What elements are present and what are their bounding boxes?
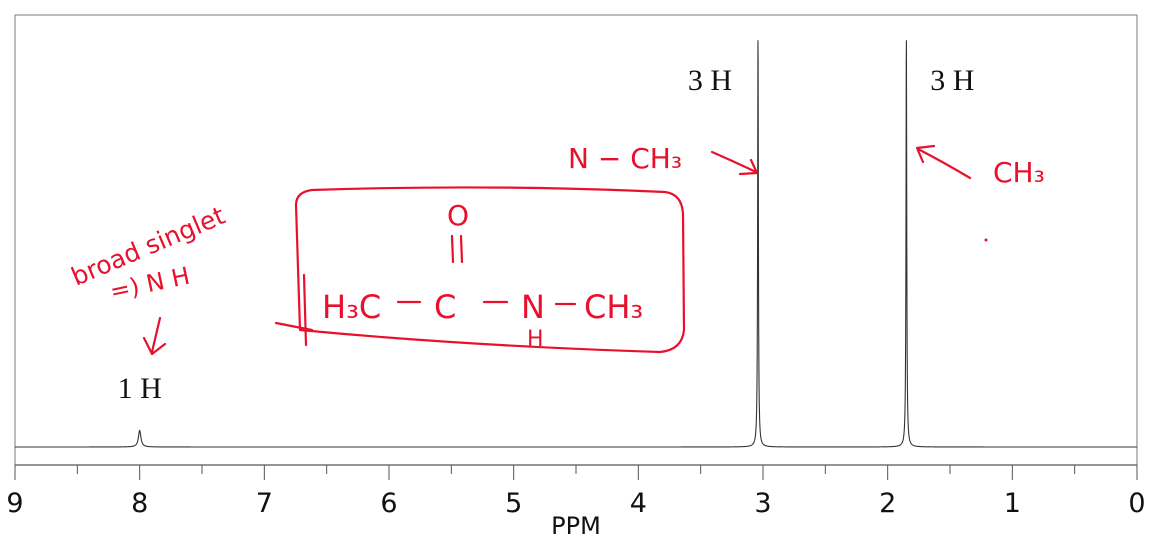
stray-dot [984, 238, 988, 242]
peak-label: 3 H [930, 64, 974, 97]
c-methyl-label: CH₃ [993, 156, 1045, 189]
x-tick-label: 1 [1004, 488, 1021, 519]
peak-labels: 1 H 3 H 3 H [118, 64, 975, 405]
x-tick-label: 2 [879, 488, 896, 519]
x-tick-label: 4 [630, 488, 647, 519]
nh-arrow-icon [142, 316, 167, 356]
structure-left-methyl: H₃C [322, 288, 381, 326]
structure-carbonyl-carbon: C [434, 288, 456, 326]
x-tick-label: 0 [1128, 488, 1145, 519]
x-tick-labels: 9 8 7 6 5 4 3 2 1 0 [6, 488, 1145, 519]
x-tick-label: 6 [380, 488, 397, 519]
c-methyl-arrow-icon [915, 144, 972, 180]
x-tick-label: 5 [505, 488, 522, 519]
double-bond-icon [450, 234, 464, 264]
x-ticks [14, 465, 1138, 480]
x-axis-title: PPM [551, 512, 601, 540]
spectrum-line [15, 40, 1137, 448]
x-tick-label: 3 [754, 488, 771, 519]
peak-label: 1 H [118, 372, 162, 405]
structure-nitrogen: N [521, 288, 545, 326]
structure-box [294, 186, 686, 354]
structure-oxygen: O [447, 199, 469, 232]
structure-right-methyl: CH₃ [584, 288, 643, 326]
peak-label: 3 H [688, 64, 732, 97]
x-tick-label: 9 [6, 488, 23, 519]
structure-left-bar [302, 273, 308, 347]
handwritten-annotations: broad singlet =) N H N − CH₃ CH₃ O H₃C C… [67, 142, 1045, 356]
n-methyl-arrow-icon [710, 150, 759, 176]
n-methyl-label: N − CH₃ [568, 142, 682, 175]
structure-amide-hydrogen: H [527, 327, 544, 352]
x-tick-label: 7 [256, 488, 273, 519]
x-tick-label: 8 [131, 488, 148, 519]
